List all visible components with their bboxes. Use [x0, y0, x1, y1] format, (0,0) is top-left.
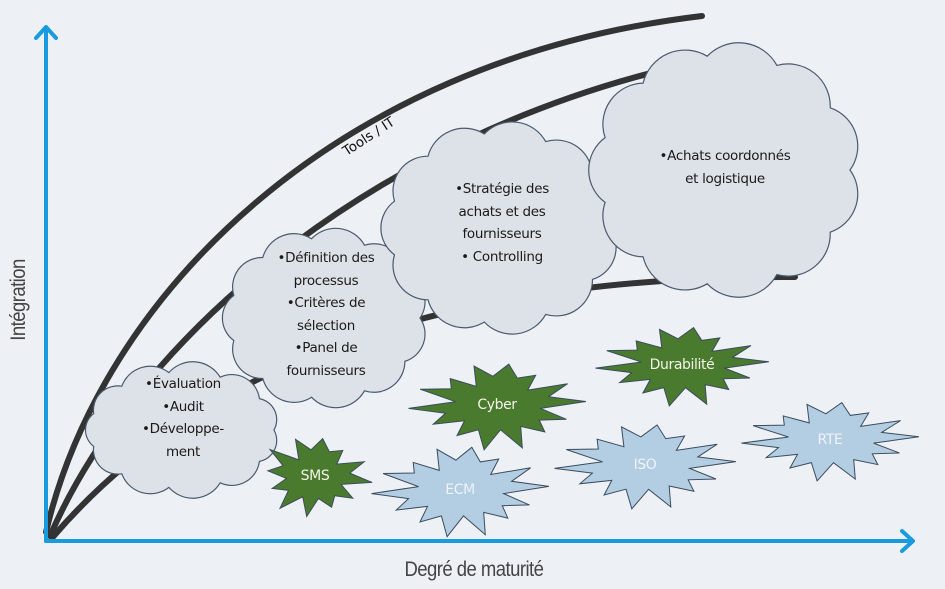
star-cyber	[408, 363, 586, 451]
star-label-ecm: ECM	[445, 482, 475, 498]
cloud-line: •Évaluation	[145, 376, 221, 392]
cloud-text-stage-3: •Stratégie des achats et des fournisseurs •…	[392, 178, 612, 268]
cloud-line: processus	[293, 272, 359, 289]
cloud-text-stage-2: •Définition des processus •Critères de séle…	[228, 247, 424, 382]
star-label-sms: SMS	[300, 468, 330, 484]
star-ecm	[371, 446, 549, 538]
cloud-text-stage-4: •Achats coordonnés et logistique	[600, 145, 850, 190]
cloud-text-stage-1: •Évaluation •Audit •Développe-ment	[88, 373, 278, 463]
clouds-layer	[84, 42, 859, 499]
cloud-line: • Controlling	[461, 248, 543, 265]
star-label-rte: RTE	[817, 432, 843, 448]
star-rte	[741, 401, 919, 482]
axes	[34, 25, 915, 553]
cloud-stage-1	[84, 361, 278, 499]
cloud-line: sélection	[297, 317, 355, 334]
cloud-line: et logistique	[685, 170, 765, 187]
cloud-line: ment	[165, 443, 201, 460]
star-label-durabilité: Durabilité	[649, 357, 715, 373]
y-axis-label: Intégration	[7, 259, 30, 341]
cloud-stage-4	[588, 42, 859, 298]
cloud-line: •Audit	[162, 398, 204, 415]
curve-top	[43, 13, 705, 535]
star-durabilité	[595, 326, 769, 407]
cloud-line: •Définition des	[277, 250, 375, 266]
stars-layer	[266, 326, 919, 538]
star-sms	[266, 437, 373, 518]
cloud-line: •Stratégie des	[455, 181, 549, 197]
cloud-line: fournisseurs	[462, 226, 542, 242]
cloud-stage-2	[221, 227, 426, 409]
star-label-iso: ISO	[633, 457, 657, 473]
star-iso	[554, 424, 736, 510]
cloud-line: •Critères de	[286, 295, 366, 311]
cloud-line: fournisseurs	[286, 362, 366, 379]
cloud-line: •Développe-	[142, 421, 224, 437]
y-axis-arrow-icon	[34, 25, 58, 40]
x-axis-arrow-icon	[900, 529, 915, 553]
cloud-line: •Achats coordonnés	[659, 148, 791, 164]
cloud-line: •Panel de	[294, 340, 358, 356]
cloud-stage-3	[380, 121, 617, 335]
x-axis-label: Degré de maturité	[404, 558, 544, 581]
cloud-line: achats et des	[458, 203, 546, 220]
star-label-cyber: Cyber	[477, 397, 517, 413]
